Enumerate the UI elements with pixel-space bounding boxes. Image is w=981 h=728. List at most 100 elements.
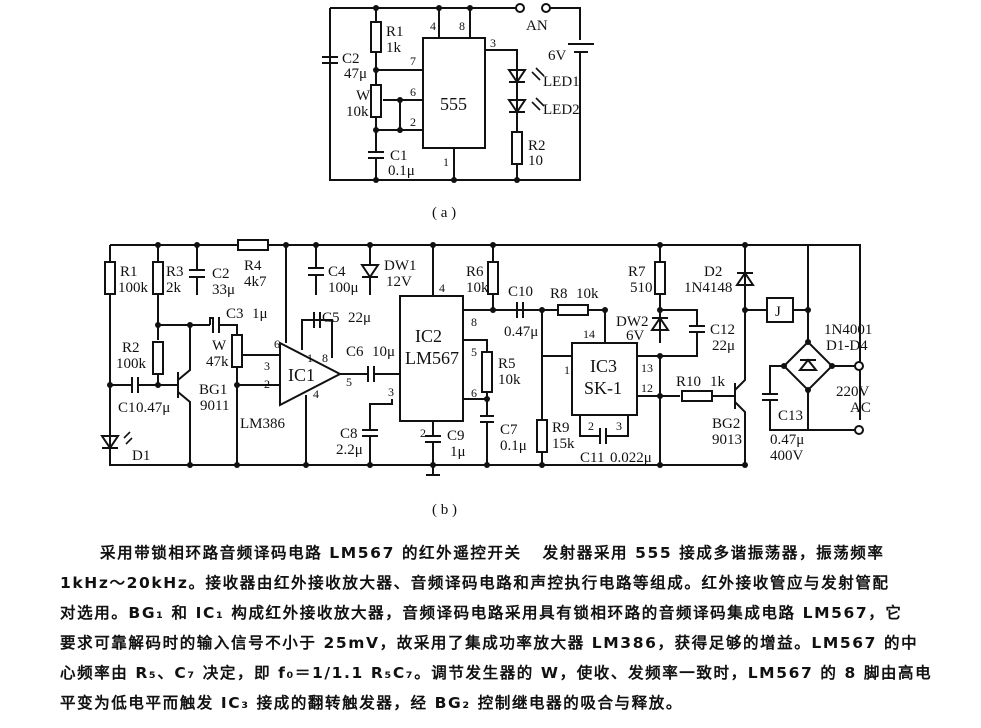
svg-text:IC2: IC2 xyxy=(415,326,442,346)
svg-text:C13: C13 xyxy=(778,408,803,424)
svg-text:1: 1 xyxy=(564,363,570,377)
led1-icon xyxy=(507,69,527,84)
figure-a-transmitter: AN 6V C2 47μ R1 1k W 10k C1 0.1μ 555 4 8… xyxy=(322,3,594,221)
svg-text:C3: C3 xyxy=(226,306,244,322)
description-line: 1kHz～20kHz。接收器由红外接收放大器、音频译码电路和声控执行电路等组成。… xyxy=(60,574,890,592)
capacitor-c8-label: C8 xyxy=(340,426,358,442)
svg-text:C5: C5 xyxy=(322,310,340,326)
w-value: 10k xyxy=(346,104,369,120)
zener-dw2-icon xyxy=(650,316,670,331)
battery-label: 6V xyxy=(548,48,567,64)
svg-text:0.022μ: 0.022μ xyxy=(610,450,652,466)
svg-text:100k: 100k xyxy=(118,280,149,296)
svg-text:6V: 6V xyxy=(626,328,645,344)
svg-text:9013: 9013 xyxy=(712,432,742,448)
junction-dots-b xyxy=(107,242,835,468)
svg-text:R7: R7 xyxy=(628,264,646,280)
svg-text:R6: R6 xyxy=(466,264,484,280)
resistor-r6-icon xyxy=(487,261,499,295)
zener-dw1-icon xyxy=(360,245,380,295)
transistor-bg1-icon xyxy=(177,325,191,465)
battery-icon xyxy=(568,43,594,53)
svg-text:12: 12 xyxy=(641,381,653,395)
svg-text:6: 6 xyxy=(410,85,416,99)
svg-text:J: J xyxy=(775,304,781,320)
svg-text:33μ: 33μ xyxy=(212,282,235,298)
svg-text:0.47μ: 0.47μ xyxy=(770,432,804,448)
caption-a: ( a ) xyxy=(432,205,456,221)
svg-text:LM567: LM567 xyxy=(405,348,459,368)
svg-text:3: 3 xyxy=(388,385,394,399)
top-rail xyxy=(330,7,581,40)
description-line: 对选用。BG₁ 和 IC₁ 构成红外接收放大器，音频译码电路采用具有锁相环路的音… xyxy=(60,604,903,622)
svg-text:10k: 10k xyxy=(498,372,521,388)
svg-text:220V: 220V xyxy=(836,384,870,400)
capacitor-c12-label: C12 xyxy=(710,322,735,338)
svg-text:10k: 10k xyxy=(466,280,489,296)
capacitor-c10-icon xyxy=(516,302,542,318)
capacitor-c4-icon xyxy=(308,245,324,295)
svg-text:8: 8 xyxy=(471,315,477,329)
svg-text:4: 4 xyxy=(313,387,319,401)
led2-icon xyxy=(507,99,527,114)
svg-text:C1: C1 xyxy=(118,400,136,416)
svg-text:R3: R3 xyxy=(166,264,184,280)
svg-text:2: 2 xyxy=(420,426,426,440)
svg-text:4k7: 4k7 xyxy=(244,274,267,290)
ic-555-label: 555 xyxy=(440,94,467,114)
svg-text:510: 510 xyxy=(630,280,653,296)
resistor-r10-icon xyxy=(681,390,713,402)
switch-terminal xyxy=(541,3,551,13)
ic3-sk1 xyxy=(571,342,638,416)
resistor-r7-icon xyxy=(654,261,666,295)
svg-text:C10: C10 xyxy=(508,284,533,300)
svg-text:IC3: IC3 xyxy=(590,356,617,376)
resistor-r9-icon xyxy=(536,419,548,453)
figure-b-receiver: R1 100k R3 2k C2 33μ R4 4k7 R2 100k C1 0… xyxy=(100,239,872,518)
capacitor-c5-icon xyxy=(313,312,321,328)
svg-text:2: 2 xyxy=(410,115,416,129)
capacitor-c1-icon xyxy=(368,130,384,180)
bottom-rail-b xyxy=(109,245,745,466)
svg-text:R8: R8 xyxy=(550,286,568,302)
capacitor-c9-label: C9 xyxy=(447,428,465,444)
svg-text:R4: R4 xyxy=(244,258,262,274)
led1-label: LED1 xyxy=(543,74,580,90)
svg-text:6: 6 xyxy=(471,386,477,400)
svg-text:5: 5 xyxy=(346,375,352,389)
svg-text:1N4148: 1N4148 xyxy=(684,280,732,296)
svg-text:10μ: 10μ xyxy=(372,344,395,360)
svg-text:3: 3 xyxy=(490,36,496,50)
ac-terminal xyxy=(854,361,864,371)
svg-text:400V: 400V xyxy=(770,448,804,464)
c2-value: 47μ xyxy=(344,66,367,82)
svg-text:DW1: DW1 xyxy=(384,258,417,274)
ic1-part-label: LM386 xyxy=(240,416,286,432)
description-title: 采用带锁相环路音频译码电路 LM567 的红外遥控开关 xyxy=(100,544,522,562)
resistor-r4-icon xyxy=(237,239,269,251)
svg-text:8: 8 xyxy=(459,19,465,33)
ic1-opamp xyxy=(279,341,343,407)
capacitor-c11-label: C11 xyxy=(580,450,604,466)
description-line: 平变为低电平而触发 IC₃ 接成的翻转触发器，经 BG₂ 控制继电器的吸合与释放… xyxy=(60,694,683,712)
led2-label: LED2 xyxy=(543,102,580,118)
c1-value: 0.1μ xyxy=(388,163,415,179)
resistor-r3-icon xyxy=(152,261,164,295)
svg-text:D1: D1 xyxy=(132,448,150,464)
svg-text:IC1: IC1 xyxy=(288,365,315,385)
svg-text:D1-D4: D1-D4 xyxy=(826,338,868,354)
svg-text:R1: R1 xyxy=(120,264,138,280)
ac-terminal xyxy=(854,425,864,435)
r1-label: R1 xyxy=(386,24,404,40)
svg-text:2k: 2k xyxy=(166,280,182,296)
svg-text:C6: C6 xyxy=(346,344,364,360)
svg-text:R2: R2 xyxy=(122,340,140,356)
svg-text:1: 1 xyxy=(443,155,449,169)
junction-dots xyxy=(373,5,520,183)
svg-text:C4: C4 xyxy=(328,264,346,280)
description-line: 发射器采用 555 接成多谐振荡器，振荡频率 xyxy=(542,544,885,562)
photodiode-d1-icon xyxy=(100,435,120,450)
svg-text:14: 14 xyxy=(583,327,595,341)
svg-text:6: 6 xyxy=(274,337,280,351)
description-line: 要求可靠解码时的输入信号不小于 25mV，故采用了集成功率放大器 LM386，获… xyxy=(60,634,919,652)
